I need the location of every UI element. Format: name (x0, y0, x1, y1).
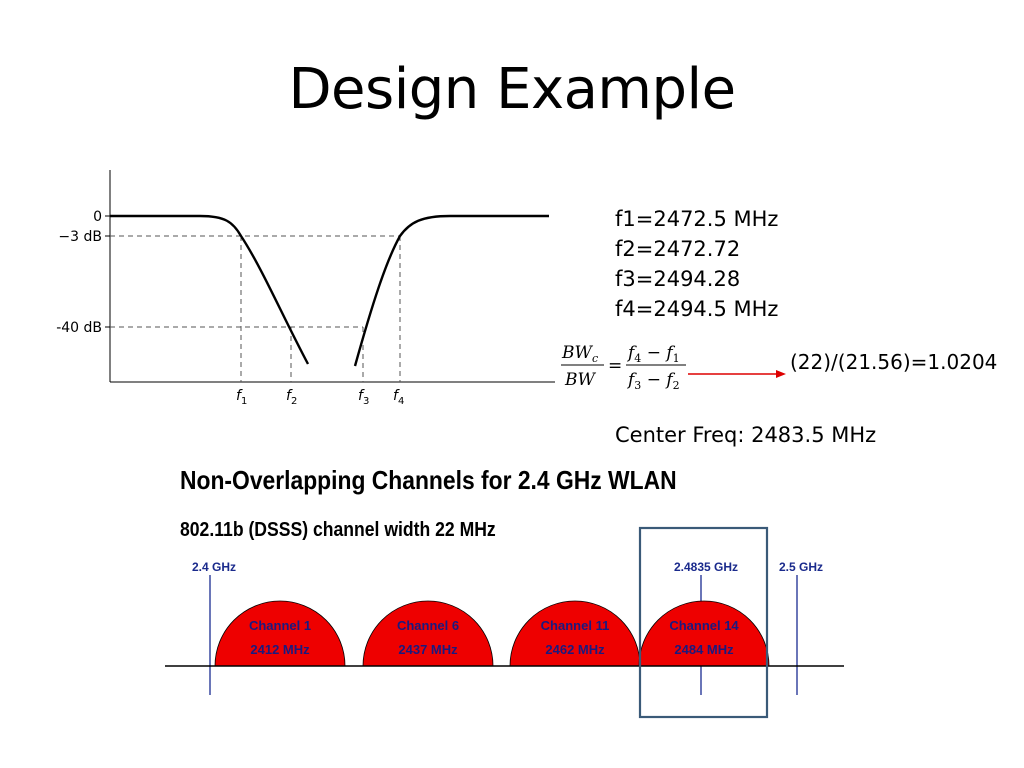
formula-rhs-numerator: f4 − f1 (626, 343, 680, 365)
slide-title: Design Example (288, 57, 736, 122)
response-curve-right (353, 214, 549, 367)
x-tick-f3: f3 (358, 388, 369, 407)
freq-f2: f2=2472.72 (615, 237, 741, 261)
x-tick-f1: f1 (236, 388, 247, 407)
x-tick-f4: f4 (393, 388, 404, 407)
y-tick-minus-3db: −3 dB (58, 229, 102, 245)
y-tick-0: 0 (93, 209, 102, 225)
y-tick-minus-40db: -40 dB (56, 320, 102, 336)
freq-f3: f3=2494.28 (615, 267, 741, 291)
response-curve-left (110, 214, 310, 365)
channel-14-lobe (638, 600, 770, 667)
channel-6-lobe (362, 600, 494, 667)
filter-response-figure: 0 −3 dB -40 dB f1 f2 f3 f4 (56, 170, 555, 407)
formula-lhs-denominator: BW (564, 370, 596, 390)
channel-11-freq: 2462 MHz (545, 642, 605, 657)
channel-6-freq: 2437 MHz (398, 642, 458, 657)
wlan-subtitle: 802.11b (DSSS) channel width 22 MHz (180, 518, 496, 540)
result-arrow-head (776, 370, 786, 378)
formula-lhs-numerator: BWc (561, 343, 598, 365)
center-frequency: Center Freq: 2483.5 MHz (615, 423, 877, 447)
channel-1-name: Channel 1 (249, 618, 311, 633)
marker-label-2-5ghz: 2.5 GHz (779, 560, 823, 574)
channel-11-name: Channel 11 (541, 618, 610, 633)
channel-6-name: Channel 6 (397, 618, 459, 633)
frequency-list: f1=2472.5 MHz f2=2472.72 f3=2494.28 f4=2… (615, 204, 778, 324)
bandwidth-ratio-formula: BWc BW = f4 − f1 f3 − f2 (561, 343, 786, 392)
channel-1-freq: 2412 MHz (250, 642, 310, 657)
channel-14-name: Channel 14 (669, 618, 739, 633)
formula-equals: = (608, 356, 622, 376)
marker-label-2-4ghz: 2.4 GHz (192, 560, 236, 574)
wlan-title: Non-Overlapping Channels for 2.4 GHz WLA… (180, 467, 677, 496)
freq-f1: f1=2472.5 MHz (615, 207, 779, 231)
ratio-result: (22)/(21.56)=1.0204 (790, 350, 998, 374)
channel-11-lobe (509, 600, 641, 667)
freq-f4: f4=2494.5 MHz (615, 297, 779, 321)
x-tick-f2: f2 (286, 388, 297, 407)
wlan-channels-figure: Non-Overlapping Channels for 2.4 GHz WLA… (165, 467, 844, 719)
channel-14-highlight-box (638, 526, 769, 719)
marker-label-2-4835ghz: 2.4835 GHz (674, 560, 738, 574)
channel-1-lobe (214, 600, 346, 667)
channel-14-freq: 2484 MHz (674, 642, 734, 657)
formula-rhs-denominator: f3 − f2 (626, 370, 680, 392)
